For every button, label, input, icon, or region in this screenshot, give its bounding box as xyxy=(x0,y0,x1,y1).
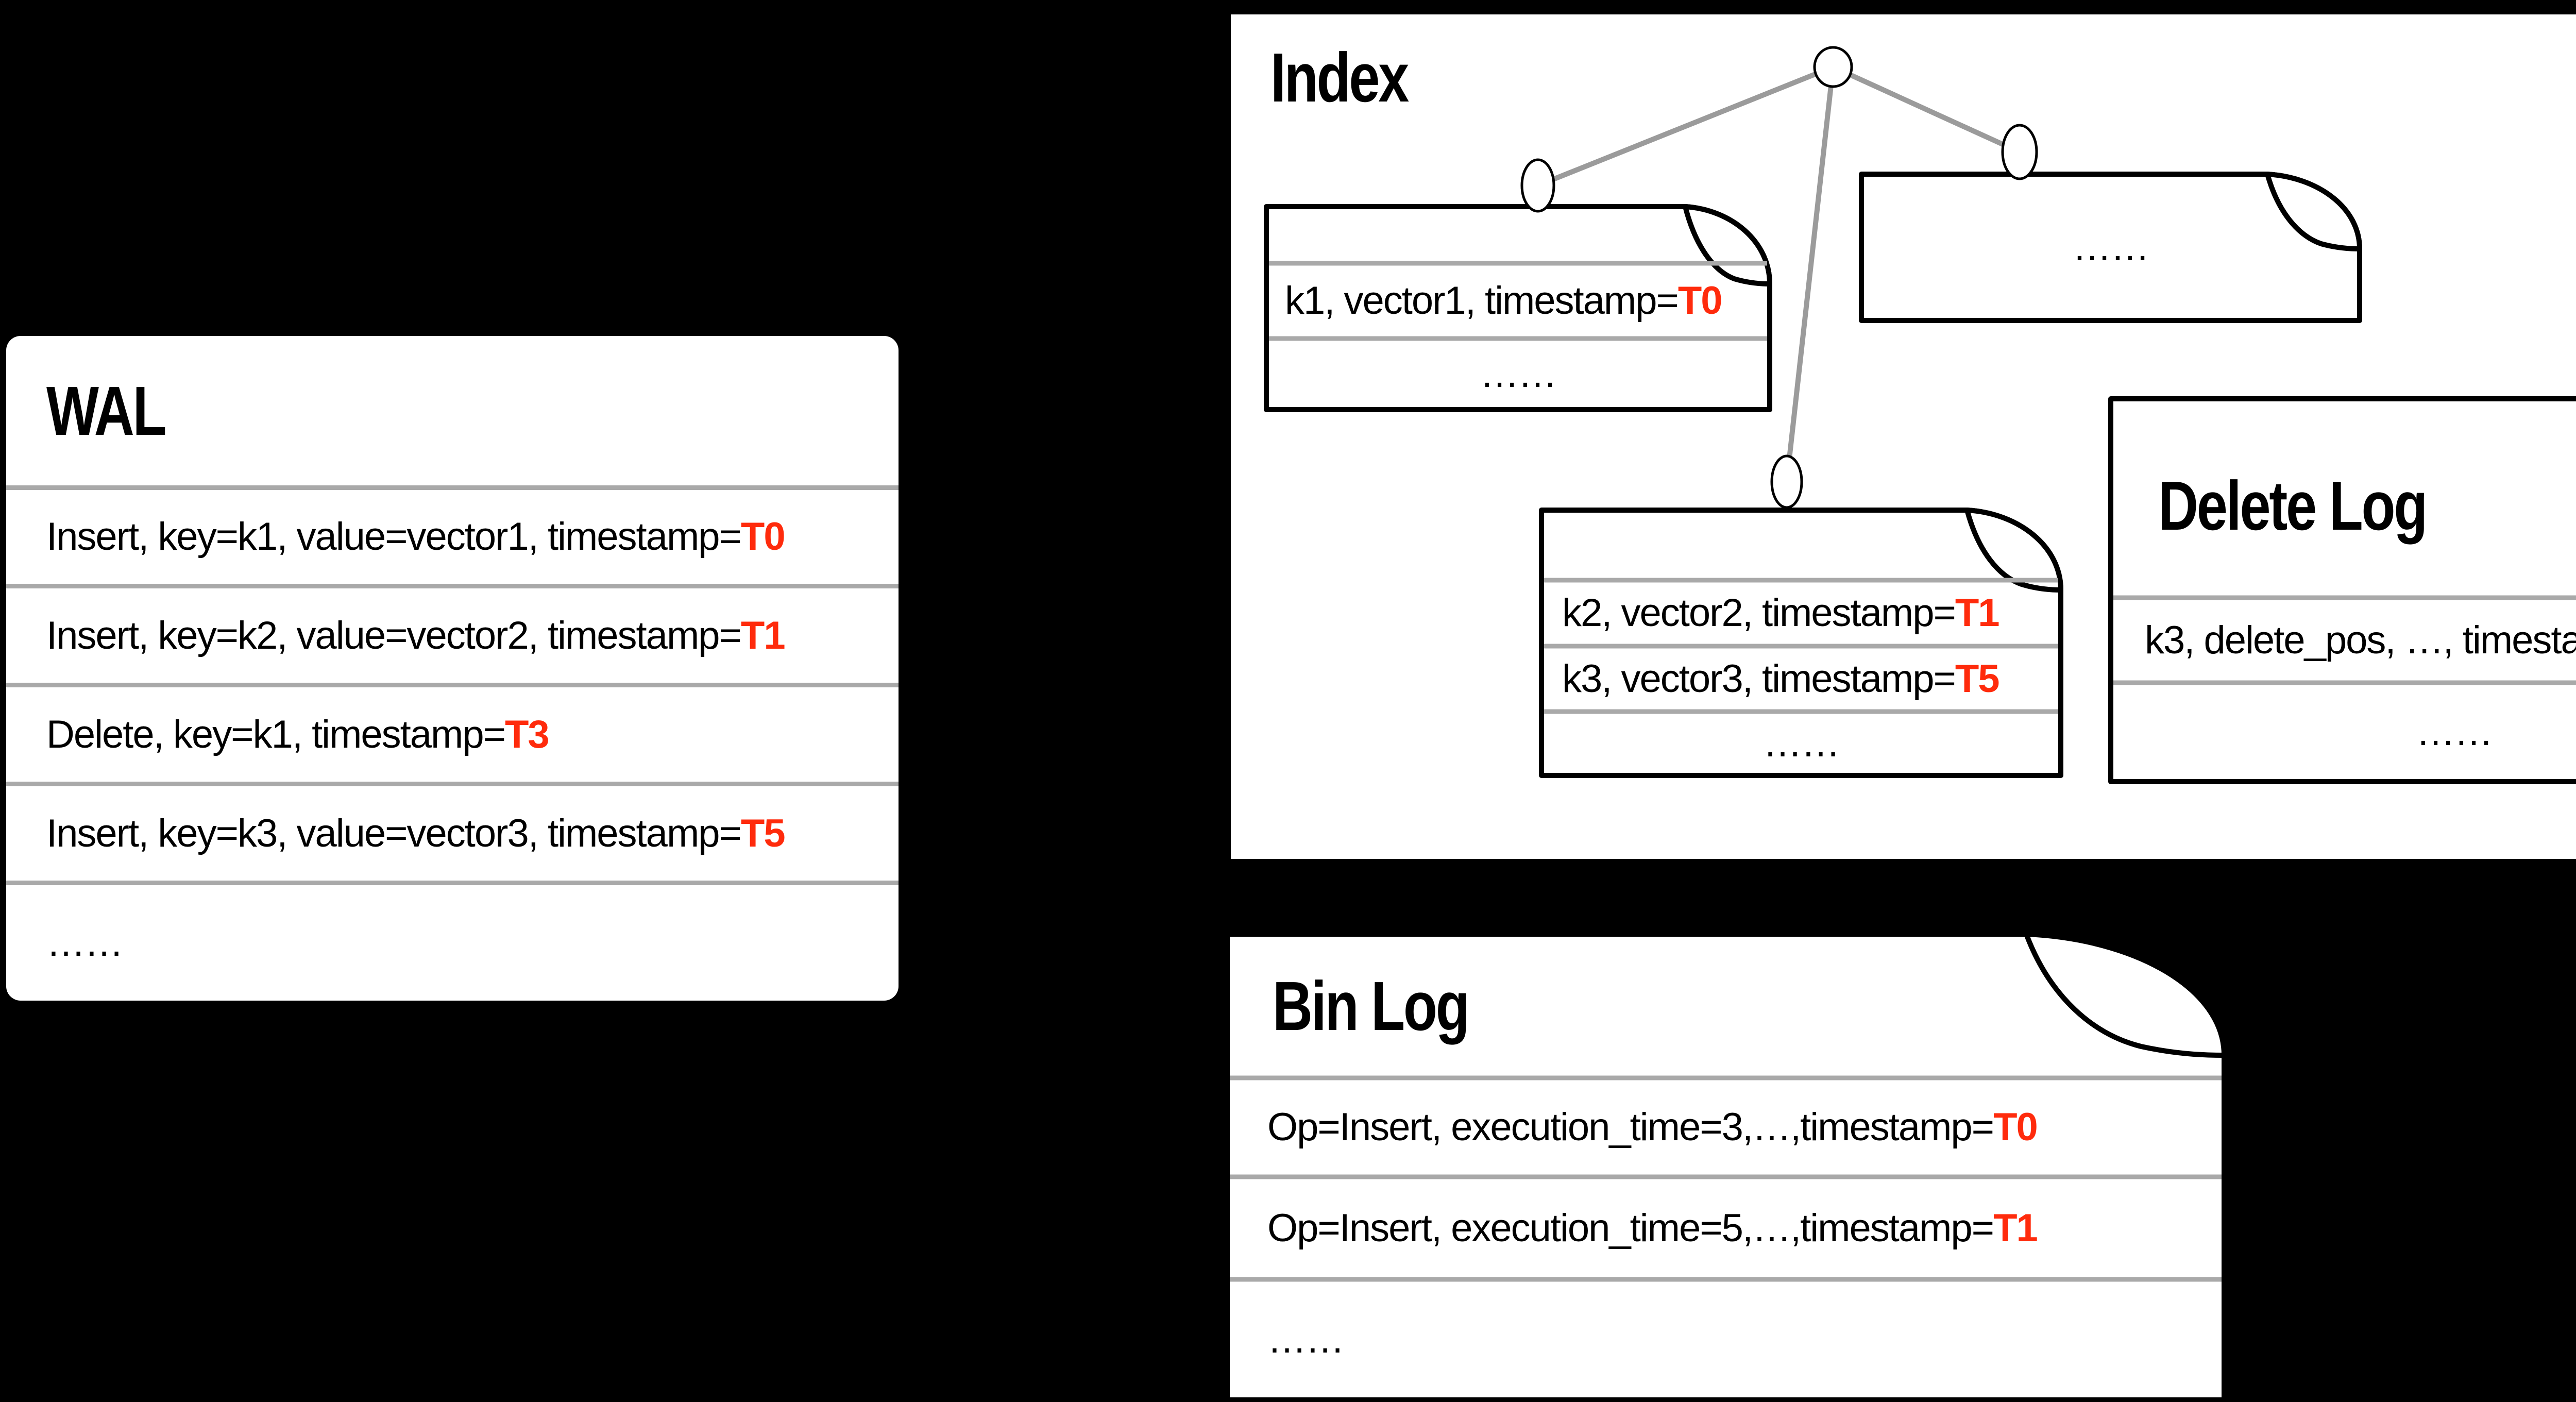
wal-separator xyxy=(6,485,899,490)
wal-header: WAL xyxy=(6,336,899,485)
timestamp-value: T0 xyxy=(740,515,786,559)
delete-log-page: Delete Log k3, delete_pos, …, timestamp=… xyxy=(2108,396,2576,784)
tree-node-right xyxy=(2001,124,2038,180)
timestamp-value: T5 xyxy=(740,811,786,855)
tree-edge xyxy=(1784,66,1836,482)
bin-log-header: Bin Log xyxy=(1227,934,2224,1078)
folded-corner-icon xyxy=(2024,932,2227,1058)
page-row: k1, vector1, timestamp=T0 xyxy=(1285,263,1765,339)
wal-title: WAL xyxy=(46,371,167,450)
page-row: …… xyxy=(1267,1279,2219,1400)
page-row: …… xyxy=(1266,339,1770,410)
timestamp-value: T5 xyxy=(1955,656,2000,701)
bin-log-page: Bin Log Op=Insert, execution_time=3,…,ti… xyxy=(1225,932,2227,1402)
index-page-left: k1, vector1, timestamp=T0 …… xyxy=(1264,204,1772,412)
wal-separator xyxy=(6,584,899,588)
wal-row-text: Insert, key=k1, value=vector1, timestamp… xyxy=(46,515,786,559)
tree-edge xyxy=(1832,64,2021,155)
wal-row: Insert, key=k3, value=vector3, timestamp… xyxy=(46,786,888,881)
page-row-text: Op=Insert, execution_time=5,…,timestamp=… xyxy=(1267,1206,2038,1250)
wal-row: Insert, key=k2, value=vector2, timestamp… xyxy=(46,588,888,683)
page-row-text: …… xyxy=(1480,352,1557,396)
wal-row: …… xyxy=(46,885,888,1001)
page-row-text: …… xyxy=(1763,721,1840,765)
folded-corner-icon xyxy=(1964,508,2063,593)
page-row-text: k1, vector1, timestamp=T0 xyxy=(1285,279,1723,323)
timestamp-value: T1 xyxy=(1993,1206,2038,1250)
tree-root-node xyxy=(1813,46,1853,88)
page-row: k3, vector3, timestamp=T5 xyxy=(1562,646,2056,712)
page-shape xyxy=(1264,204,1772,412)
timestamp-value: T1 xyxy=(1955,591,2000,635)
wal-separator xyxy=(6,881,899,885)
timestamp-value: T3 xyxy=(504,712,550,756)
wal-row-text: Insert, key=k3, value=vector3, timestamp… xyxy=(46,811,786,855)
timestamp-value: T0 xyxy=(1993,1105,2038,1149)
page-row: …… xyxy=(1861,174,2360,320)
index-panel: Index k1, vector1, timestamp=T0 …… xyxy=(1231,14,2576,859)
folded-corner-icon xyxy=(2265,172,2362,251)
page-row-text: Op=Insert, execution_time=3,…,timestamp=… xyxy=(1267,1105,2038,1149)
wal-row-text: …… xyxy=(46,921,124,965)
index-page-middle: k2, vector2, timestamp=T1 k3, vector3, t… xyxy=(1539,508,2063,778)
tree-node-middle xyxy=(1770,454,1803,509)
page-shape xyxy=(1225,932,2227,1402)
page-row: …… xyxy=(1541,712,2061,775)
wal-separator xyxy=(6,782,899,786)
tree-edge xyxy=(1537,64,1834,188)
page-row-text: k3, vector3, timestamp=T5 xyxy=(1562,656,2000,701)
page-row: Op=Insert, execution_time=5,…,timestamp=… xyxy=(1267,1177,2219,1279)
delete-log-title: Delete Log xyxy=(2158,467,2428,545)
page-shape xyxy=(1539,508,2063,778)
wal-row-text: Insert, key=k2, value=vector2, timestamp… xyxy=(46,613,786,657)
index-page-right: …… xyxy=(1859,172,2362,323)
wal-panel: WAL Insert, key=k1, value=vector1, times… xyxy=(6,336,899,1001)
page-outline xyxy=(2108,396,2576,784)
page-shape xyxy=(2108,396,2576,784)
index-title: Index xyxy=(1270,39,1409,116)
timestamp-value: T1 xyxy=(740,613,786,657)
wal-separator xyxy=(6,683,899,687)
tree-connector-lines xyxy=(1537,64,2021,482)
page-row: k2, vector2, timestamp=T1 xyxy=(1562,580,2056,646)
page-row: Op=Insert, execution_time=3,…,timestamp=… xyxy=(1267,1078,2219,1177)
timestamp-value: T0 xyxy=(1677,279,1723,323)
page-shape xyxy=(1859,172,2362,323)
page-row-text: …… xyxy=(2072,225,2150,269)
page-row-text: …… xyxy=(1267,1317,1345,1361)
wal-row-text: Delete, key=k1, timestamp=T3 xyxy=(46,712,550,756)
wal-row: Delete, key=k1, timestamp=T3 xyxy=(46,687,888,782)
tree-nodes xyxy=(1520,46,2038,509)
page-row-text: k3, delete_pos, …, timestamp=T3 xyxy=(2145,618,2576,662)
page-row: …… xyxy=(2111,683,2576,782)
page-row: k3, delete_pos, …, timestamp=T3 xyxy=(2145,598,2576,683)
wal-row: Insert, key=k1, value=vector1, timestamp… xyxy=(46,490,888,584)
bin-log-title: Bin Log xyxy=(1273,967,1470,1045)
tree-node-left xyxy=(1520,158,1555,213)
page-row-text: …… xyxy=(2416,710,2494,754)
page-row-text: k2, vector2, timestamp=T1 xyxy=(1562,591,2000,635)
